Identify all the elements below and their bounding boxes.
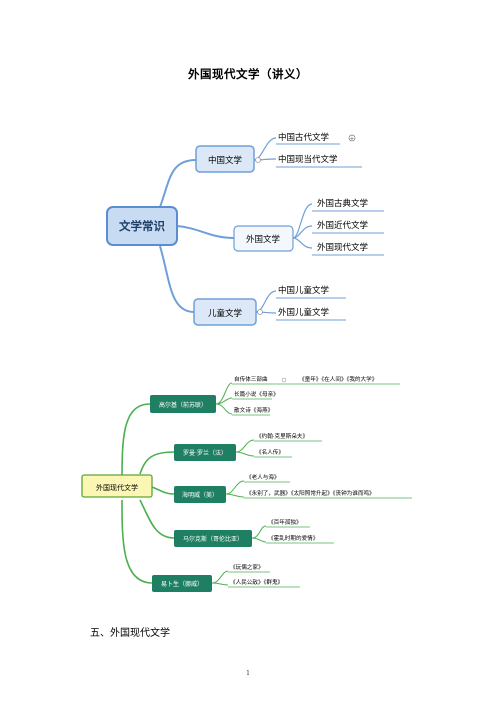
work-label: 长篇小说《母亲》 (234, 390, 279, 398)
work-label: 《人民公敌》《群鬼》 (230, 578, 283, 586)
work-label: 自传体三部曲 (234, 375, 268, 383)
svg-text:+: + (350, 136, 354, 142)
work-label: 《童年》《在人间》《我的大学》 (299, 375, 377, 383)
leaf-label: 外国近代文学 (317, 220, 369, 231)
root-node (81, 474, 153, 498)
page-number: 1 (246, 670, 250, 677)
branch-node-chinese-lit (195, 145, 255, 173)
work-label: 《名人传》 (256, 448, 284, 456)
author-node (174, 486, 226, 503)
branch-label: 中国文学 (208, 155, 243, 166)
work-label: 《玩偶之家》 (230, 563, 264, 571)
work-label: 散文诗《海燕》 (234, 406, 273, 414)
author-node (174, 530, 252, 547)
work-label: 《百年孤独》 (268, 518, 302, 526)
leaf-label: 中国儿童文学 (278, 285, 330, 296)
work-label: 《老人与海》 (246, 473, 280, 481)
expand-icon[interactable] (348, 134, 356, 142)
document-title: 外国现代文学（讲义） (188, 67, 308, 81)
leaf-label: 外国现代文学 (317, 242, 369, 253)
leaf-label: 外国儿童文学 (278, 307, 330, 318)
author-label: 高尔基（前苏联） (159, 401, 207, 409)
mind-map-literature-knowledge: 文学常识 中国文学 外国文学 儿童文学 中国古代文学 + 中国现当代文学 外国古… (106, 132, 384, 326)
work-label: 《永别了，武器》《太阳照常升起》《丧钟为谁而鸣》 (246, 489, 375, 497)
branch-node-foreign-lit (233, 225, 294, 252)
work-label: 《霍乱时期的爱情》 (268, 534, 318, 542)
branch-label: 外国文学 (246, 234, 281, 245)
author-label: 易卜生（挪威） (161, 580, 203, 588)
root-label: 外国现代文学 (96, 483, 138, 492)
author-node (152, 575, 212, 592)
author-label: 罗曼·罗兰（法） (183, 449, 227, 457)
author-node (174, 444, 236, 461)
mind-map-foreign-modern-lit: 外国现代文学 高尔基（前苏联） 自传体三部曲 《童年》《在人间》《我的大学》 长… (81, 375, 412, 592)
leaf-label: 中国现当代文学 (278, 154, 338, 165)
author-label: 海明威（美） (182, 491, 218, 499)
author-node (150, 395, 216, 413)
leaf-label: 中国古代文学 (278, 132, 330, 143)
work-label: 《约翰·克里斯朵夫》 (256, 432, 308, 440)
branch-node-children-lit (193, 298, 257, 326)
author-label: 马尔克斯（哥伦比亚） (183, 535, 243, 543)
branch-label: 儿童文学 (208, 308, 243, 319)
root-label: 文学常识 (119, 219, 165, 233)
section-heading: 五、外国现代文学 (90, 628, 170, 639)
leaf-label: 外国古典文学 (317, 198, 369, 209)
root-node (106, 206, 178, 246)
